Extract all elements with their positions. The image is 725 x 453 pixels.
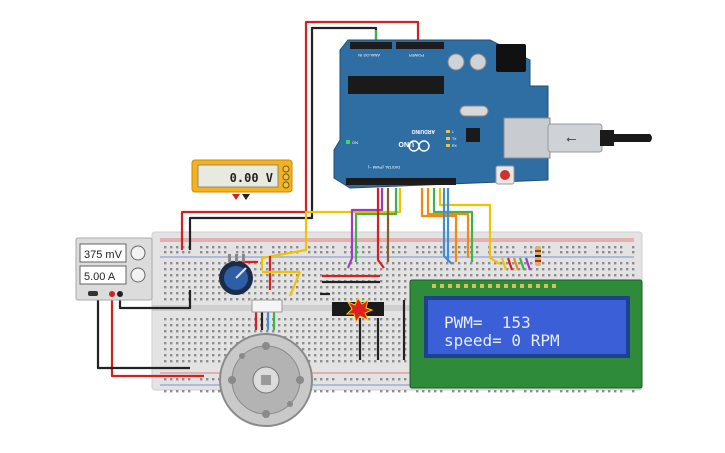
multimeter-display [197,164,279,188]
lcd-pin-header [432,284,556,288]
usb-chip [466,128,480,142]
dc-motor[interactable] [219,299,313,427]
voltage-display [79,243,127,263]
brand-label: ARDUINO [412,128,435,134]
voltage-knob[interactable] [130,245,146,261]
wire-orange-2 [420,188,458,262]
current-reading: 5.00 A [84,271,116,283]
wire-psu-red [110,294,204,378]
microcontroller-chip [348,76,444,94]
infinity-logo-right [418,140,430,152]
capacitor-1 [447,53,465,71]
wire-psu-black [118,290,192,310]
l-led [446,130,450,133]
analog-label: ANALOG IN [358,53,380,58]
on-label: ON [352,140,358,145]
power-switch[interactable] [88,291,98,296]
crystal [459,105,489,117]
wire-blue-1 [442,188,453,265]
wire-red-5v [180,20,420,250]
analog-header[interactable] [350,42,392,49]
multimeter-knob-1[interactable] [282,165,290,173]
probe-black-icon[interactable] [242,194,250,200]
burn-warning-icon [345,296,374,324]
digital-header[interactable] [346,178,456,185]
current-display [79,265,127,285]
rx-led [446,144,450,147]
power-header[interactable] [396,42,444,49]
motor-driver-ic[interactable] [332,296,384,324]
lcd-display[interactable]: PWM= 153 speed= 0 RPM [409,279,643,389]
negative-terminal[interactable] [117,291,123,297]
dc-jack[interactable] [496,44,526,72]
lcd-line-1: PWM= 153 [444,313,531,332]
power-label: POWER [409,53,424,58]
digital-label: DIGITAL (PWM ~) [367,165,400,170]
rx-label: RX [452,144,458,148]
wires [96,20,532,378]
arduino-uno[interactable]: ANALOG IN POWER DIGITAL (PWM ~) UNO ARDU… [333,39,551,189]
l-label: L [452,130,454,134]
probe-red-icon[interactable] [232,194,240,200]
reset-button-cap[interactable] [500,170,510,180]
potentiometer[interactable] [219,254,253,295]
wire-green-2 [432,188,474,262]
resistor[interactable] [535,246,541,266]
wire-red-short [376,188,385,269]
current-knob[interactable] [130,267,146,283]
tx-led [446,137,450,140]
usb-cable[interactable]: ⭠ [547,123,652,153]
wire-psu-black-2 [96,300,190,370]
positive-terminal[interactable] [109,291,115,297]
multimeter-knob-3[interactable] [282,181,290,189]
capacitor-2 [469,53,487,71]
model-label: UNO [398,140,414,147]
voltage-reading: 375 mV [84,249,123,261]
on-led [346,140,350,144]
lcd-line-2: speed= 0 RPM [444,331,560,350]
wire-green-1 [354,188,398,262]
power-supply[interactable]: 375 mV 5.00 A [75,237,153,301]
multimeter[interactable]: 0.00 V [191,159,293,200]
wire-yellow-1 [260,188,402,270]
multimeter-reading: 0.00 V [230,171,273,185]
wire-yellow-2 [438,188,501,265]
wire-purple [346,188,384,269]
tx-label: TX [452,137,457,141]
usb-port[interactable] [503,117,551,159]
lcd-screen [428,300,626,354]
multimeter-knob-2[interactable] [282,173,290,181]
usb-symbol-icon: ⭠ [566,131,576,146]
